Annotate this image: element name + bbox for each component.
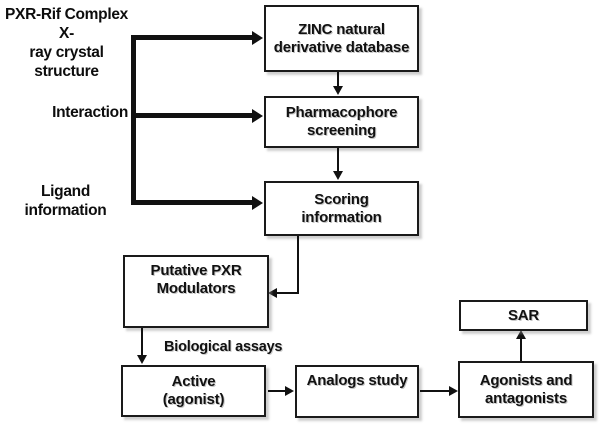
edge-structure-to-zinc-arrowhead	[252, 30, 263, 45]
edge-pharmacophore-to-scoring-arrowhead	[333, 171, 343, 180]
edge-ligand-to-scoring-arrowhead	[252, 195, 263, 210]
node-sar-label: SAR	[507, 306, 540, 324]
edge-structure-to-zinc-line	[131, 35, 253, 40]
input-label-structure: PXR-Rif Complex X- ray crystal structure	[5, 6, 128, 80]
edge-label-biological-assays: Biological assays	[164, 339, 283, 355]
edge-analogs-to-agonists-arrowhead	[449, 386, 458, 396]
node-analogs-study-label: Analogs study	[306, 372, 408, 389]
edge-analogs-to-agonists-line	[420, 390, 450, 392]
edge-interaction-to-pharmacophore-arrowhead	[252, 108, 263, 123]
edge-active-to-analogs-arrowhead	[285, 386, 294, 396]
edge-modulators-to-active-line	[141, 328, 143, 356]
node-active-agonist[interactable]: Active(agonist)	[121, 365, 266, 417]
node-analogs-study[interactable]: Analogs study	[295, 365, 419, 418]
input-label-interaction: Interaction	[52, 104, 128, 121]
edge-trunk-vertical	[131, 35, 136, 205]
edge-ligand-to-scoring-line	[131, 200, 253, 205]
edge-agonists-to-sar-line	[520, 339, 522, 361]
edge-interaction-to-pharmacophore-line	[131, 113, 253, 118]
input-label-ligand: Ligand information	[24, 183, 107, 219]
edge-agonists-to-sar-arrowhead	[516, 330, 526, 339]
edge-scoring-to-modulators-arrowhead	[268, 288, 277, 298]
node-sar[interactable]: SAR	[459, 300, 588, 331]
edge-scoring-to-modulators-horizontal	[277, 292, 299, 294]
edge-scoring-to-modulators-vertical	[297, 236, 299, 294]
edge-modulators-to-active-arrowhead	[137, 355, 147, 364]
edge-zinc-to-pharmacophore-arrowhead	[333, 86, 343, 95]
node-active-agonist-label: Active(agonist)	[162, 373, 225, 408]
edge-active-to-analogs-line	[268, 390, 286, 392]
edge-zinc-to-pharmacophore-line	[337, 72, 339, 87]
edge-pharmacophore-to-scoring-line	[337, 148, 339, 172]
